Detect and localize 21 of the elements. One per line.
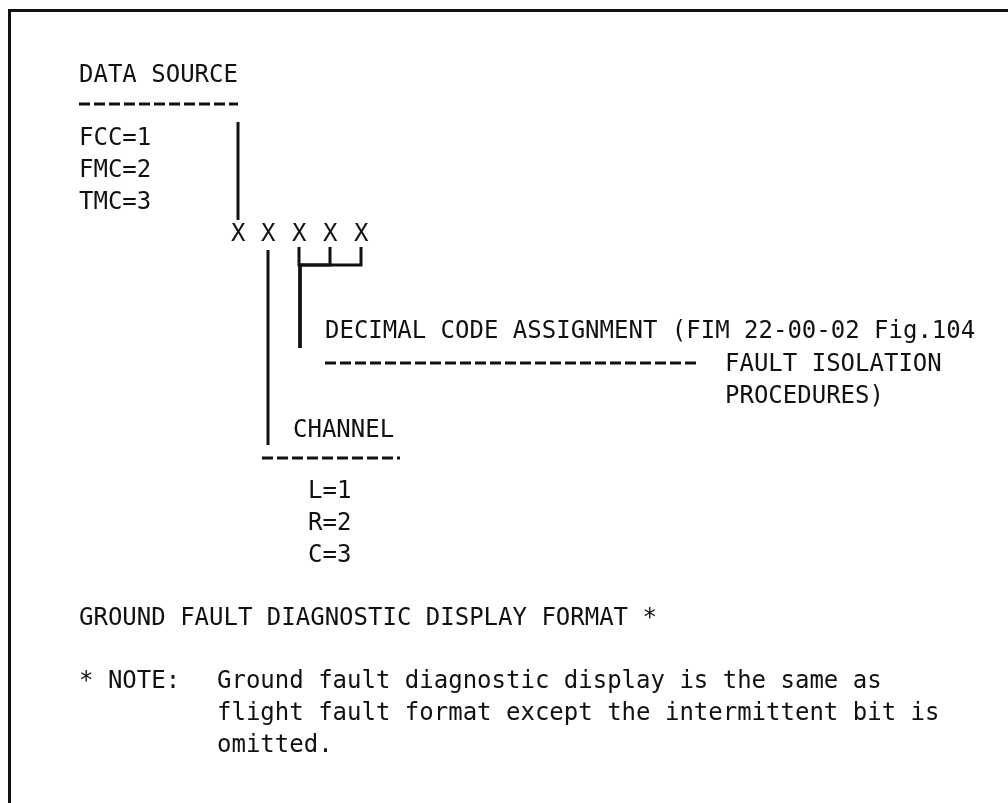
heading-text: CHANNEL [292, 414, 395, 445]
code-value: C=3 [308, 539, 352, 570]
code-digit: X [354, 217, 369, 249]
leader-line [236, 122, 240, 220]
code-value: L=1 [308, 475, 352, 506]
code-value: TMC=3 [79, 186, 152, 217]
code-digit: X [231, 217, 246, 249]
caption-text: GROUND FAULT DIAGNOSTIC DISPLAY FORMAT * [79, 602, 657, 633]
leader-line [266, 250, 270, 445]
note-label: * NOTE: [79, 665, 181, 696]
code-digit: X [261, 217, 276, 249]
code-value: FCC=1 [79, 122, 152, 153]
heading-text: DATA SOURCE [79, 59, 238, 90]
code-value: R=2 [308, 507, 352, 538]
code-digit: X [323, 217, 338, 249]
code-value: FMC=2 [79, 154, 152, 185]
note-text: Ground fault diagnostic display is the same as flight fault format except the intermittent bit is omitted. [217, 665, 941, 760]
code-digit: X [292, 217, 307, 249]
note-text: FAULT ISOLATION PROCEDURES) [725, 348, 943, 411]
leader-line [298, 247, 363, 348]
heading-text: DECIMAL CODE ASSIGNMENT (FIM 22-00-02 Fig.104 [324, 315, 976, 346]
